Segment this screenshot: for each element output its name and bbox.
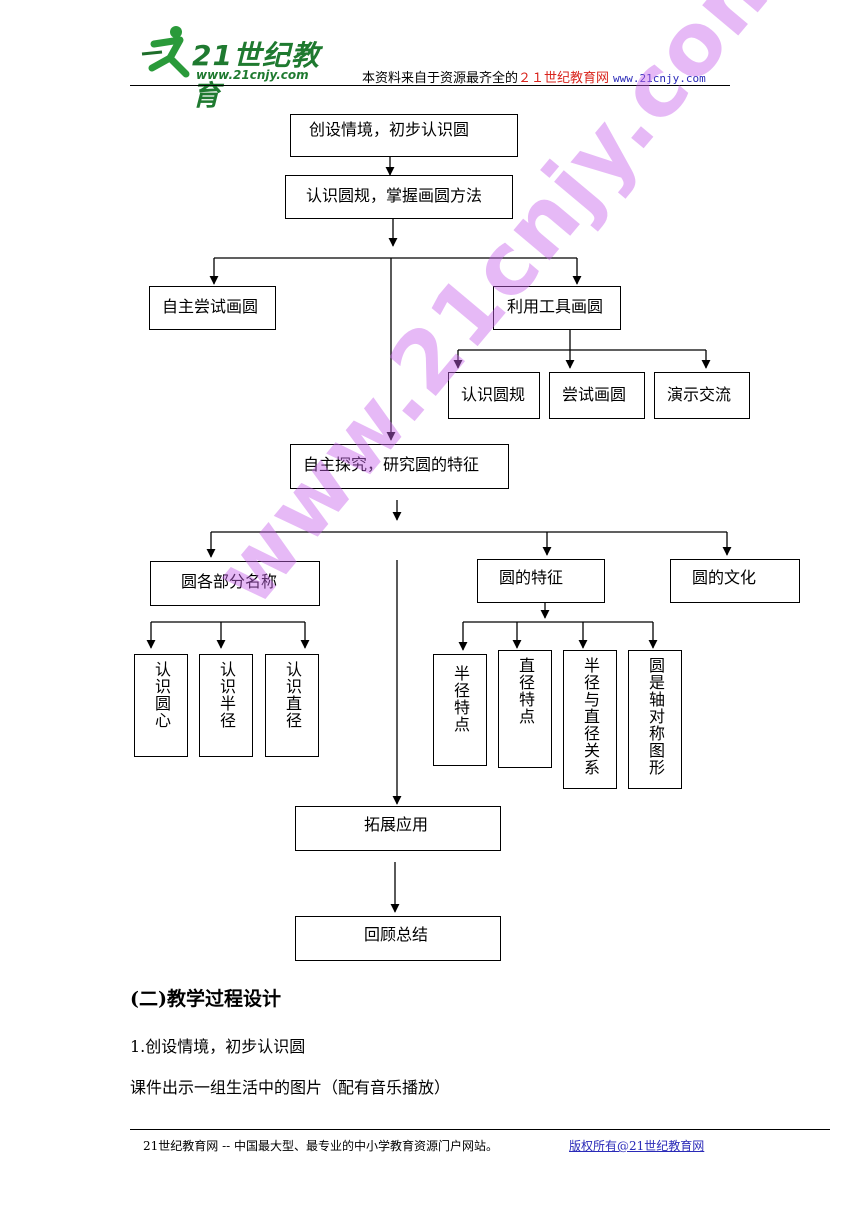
- flow-node-circle-parts: 圆各部分名称: [150, 561, 320, 606]
- flow-node-radius-traits: 半径特点: [433, 654, 487, 766]
- header-rule: [130, 85, 730, 86]
- flow-node-review-summary: 回顾总结: [295, 916, 501, 961]
- footer-copyright-link[interactable]: 版权所有@21世纪教育网: [569, 1139, 705, 1153]
- flow-node-try-draw: 自主尝试画圆: [149, 286, 276, 330]
- flow-node-radius-diameter-relation: 半径与直径关系: [563, 650, 617, 789]
- flow-node-create-situation: 创设情境，初步认识圆: [290, 114, 518, 157]
- flow-node-know-compass: 认识圆规，掌握画圆方法: [285, 175, 513, 219]
- flow-node-explore-features: 自主探究，研究圆的特征: [290, 444, 509, 489]
- paragraph-1: 1.创设情境，初步认识圆: [130, 1037, 306, 1056]
- flow-node-tool-draw: 利用工具画圆: [493, 286, 621, 330]
- flow-node-know-center: 认识圆心: [134, 654, 188, 757]
- flow-node-circle-culture: 圆的文化: [670, 559, 800, 603]
- flow-node-circle-features: 圆的特征: [477, 559, 605, 603]
- flow-node-try-draw-2: 尝试画圆: [549, 372, 645, 419]
- flow-node-know-diameter: 认识直径: [265, 654, 319, 757]
- logo: 21世纪教育 www.21cnjy.com: [140, 24, 340, 112]
- flow-node-demo-exchange: 演示交流: [654, 372, 750, 419]
- footer-left-text: 21世纪教育网 -- 中国最大型、最专业的中小学教育资源门户网站。: [143, 1139, 499, 1153]
- header: 21世纪教育 www.21cnjy.com 本资料来自于资源最齐全的２１世纪教育…: [0, 0, 860, 112]
- source-brand[interactable]: ２１世纪教育网: [518, 71, 610, 86]
- flow-node-extend-apply: 拓展应用: [295, 806, 501, 851]
- runner-icon: [141, 26, 190, 78]
- flow-node-diameter-traits: 直径特点: [498, 650, 552, 768]
- logo-url: www.21cnjy.com: [196, 68, 309, 82]
- logo-title: 21世纪教育: [192, 39, 320, 112]
- section-heading: (二)教学过程设计: [130, 988, 281, 1010]
- flow-node-axis-symmetry: 圆是轴对称图形: [628, 650, 682, 789]
- source-prefix: 本资料来自于资源最齐全的: [362, 71, 519, 86]
- paragraph-2: 课件出示一组生活中的图片（配有音乐播放）: [130, 1078, 451, 1097]
- flow-node-know-radius: 认识半径: [199, 654, 253, 757]
- footer-rule: [130, 1129, 830, 1130]
- source-url-link[interactable]: www.21cnjy.com: [613, 72, 706, 85]
- flow-node-know-compass-2: 认识圆规: [448, 372, 540, 419]
